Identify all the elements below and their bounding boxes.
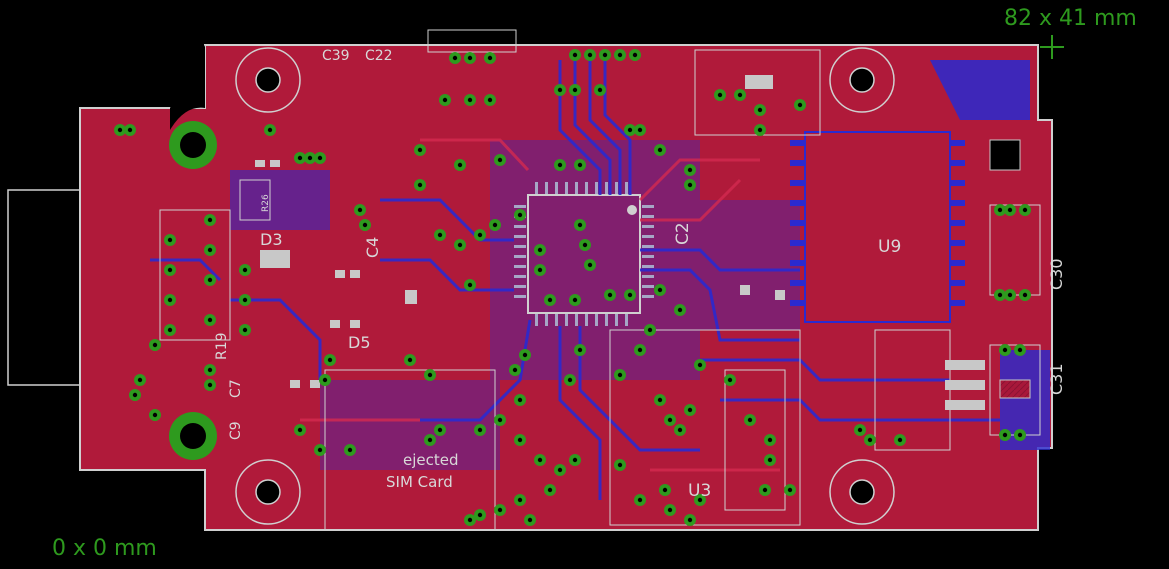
mounting-holes (235, 47, 895, 525)
dimension-marker-cross (1040, 35, 1064, 59)
label-r19: R19 (214, 332, 230, 360)
usb-connector-outline (7, 108, 81, 470)
label-c9: C9 (228, 421, 244, 440)
label-c30: C30 (1047, 258, 1066, 290)
label-sim-line2: SIM Card (386, 473, 453, 491)
label-c39: C39 (322, 48, 350, 64)
dimension-bottom-left: 0 x 0 mm (52, 536, 157, 561)
usb-shield-pads (169, 121, 217, 460)
dimension-top-right: 82 x 41 mm (1004, 6, 1137, 31)
traces-top (300, 138, 780, 472)
label-u3: U3 (688, 481, 711, 501)
smd-pads (255, 75, 1031, 410)
u9-module (790, 131, 965, 323)
mcu-qfp (514, 182, 654, 326)
label-c31: C31 (1047, 363, 1066, 395)
label-c22: C22 (365, 48, 393, 64)
label-d5: D5 (348, 333, 371, 352)
label-c7: C7 (228, 379, 244, 398)
pin-header (159, 209, 231, 341)
label-sim-line1: ejected (403, 451, 459, 469)
label-r26: R26 (261, 194, 271, 212)
label-u9: U9 (878, 237, 901, 257)
label-d3: D3 (260, 230, 283, 249)
vias (114, 49, 1031, 526)
label-c2: C2 (673, 222, 693, 245)
silkscreen-labels: U9 U3 D3 D5 C2 C4 C30 C31 C39 C22 C7 C9 … (214, 48, 1066, 501)
component-outlines (239, 29, 1041, 511)
label-c4: C4 (363, 237, 382, 258)
